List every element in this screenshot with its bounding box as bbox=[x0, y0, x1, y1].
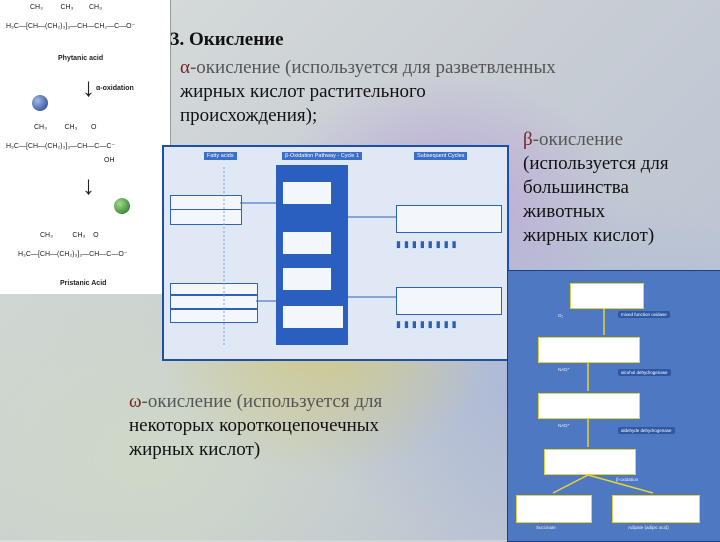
section-heading: 3. Окисление bbox=[170, 29, 284, 50]
intermediate-structure-oh: OH bbox=[104, 157, 115, 164]
omega-line1: -окисление (используется для bbox=[141, 391, 383, 412]
phytanic-acid-label: Phytanic acid bbox=[58, 55, 104, 62]
alpha-line3: происхождения); bbox=[180, 105, 318, 126]
omega-small-2: NAD⁺ bbox=[558, 367, 570, 372]
aldehyde-dehydrogenase-label: aldehyde dehydrogenase bbox=[618, 427, 675, 434]
omega-structure-1 bbox=[570, 283, 644, 309]
beta-line1: -окисление bbox=[532, 129, 624, 150]
mixed-function-oxidase-label: mixed function oxidase bbox=[618, 311, 670, 318]
alcohol-dehydrogenase-label: alcohol dehydrogenase bbox=[618, 369, 671, 376]
pathway-header: β-Oxidation Pathway - Cycle 1 bbox=[282, 152, 363, 160]
omega-small-3: NAD⁺ bbox=[558, 423, 570, 428]
alpha-text-line1: α-окисление (используется для разветвлен… bbox=[180, 56, 556, 79]
intermediate-structure-top: CH₃ CH₃ O bbox=[34, 124, 97, 131]
phytanic-structure-top: CH₃ CH₃ CH₃ bbox=[30, 4, 102, 11]
adipate-structure bbox=[612, 495, 700, 523]
alpha-oxidation-step-label: α-oxidation bbox=[96, 85, 134, 92]
beta-symbol: β bbox=[523, 129, 533, 150]
beta-oxidation-panel: Fatty acids β-Oxidation Pathway - Cycle … bbox=[162, 145, 509, 361]
beta-line4: животных bbox=[523, 201, 606, 222]
omega-line3: жирных кислот) bbox=[129, 439, 261, 460]
phytanic-structure-chain: H₃C—[CH—(CH₂)₃]₃—CH—CH₂—C—O⁻ bbox=[6, 23, 136, 30]
alpha-oxidation-figure: CH₃ CH₃ CH₃ H₃C—[CH—(CH₂)₃]₃—CH—CH₂—C—O⁻… bbox=[0, 0, 171, 294]
alpha-line2: жирных кислот растительного bbox=[180, 81, 426, 102]
beta-line2: (используется для bbox=[523, 153, 669, 174]
fatty-acid-box-4 bbox=[170, 295, 258, 309]
omega-structure-3 bbox=[538, 393, 640, 419]
omega-text-line1: ω-окисление (используется для bbox=[129, 390, 382, 413]
subsequent-cycles-header: Subsequent Cycles bbox=[414, 152, 468, 160]
subsequent-box-1 bbox=[396, 205, 502, 233]
adipate-label: Adipate (adipic acid) bbox=[628, 525, 669, 530]
down-arrow-1: ↓ bbox=[82, 72, 95, 102]
omega-line2: некоторых короткоцепочечных bbox=[129, 415, 380, 436]
beta-line3: большинства bbox=[523, 177, 629, 198]
omega-oxidation-figure: O₂ mixed function oxidase NAD⁺ alcohol d… bbox=[507, 270, 720, 542]
fatty-acid-box-5 bbox=[170, 309, 258, 323]
omega-symbol: ω bbox=[129, 391, 142, 412]
succinate-structure bbox=[516, 495, 592, 523]
alpha-line1: -окисление (используется для разветвленн… bbox=[189, 57, 556, 78]
beta-text-line1: β-окисление bbox=[523, 128, 623, 151]
cycle-step-2 bbox=[282, 231, 332, 255]
panel-connectors bbox=[223, 167, 396, 347]
rotated-label-row-2: ▮▮▮▮▮▮▮▮ bbox=[396, 319, 460, 329]
succinate-label: Succinate bbox=[536, 525, 556, 530]
cycle-step-1 bbox=[282, 181, 332, 205]
omega-small-4: β-oxidation bbox=[616, 477, 639, 482]
cofactor-ball-green bbox=[114, 198, 130, 214]
pristanic-structure-chain: H₃C—[CH—(CH₂)₃]₃—CH—C—O⁻ bbox=[18, 251, 128, 258]
pristanic-structure-top: CH₃ CH₃ O bbox=[40, 232, 99, 239]
cofactor-ball-blue bbox=[32, 95, 48, 111]
alpha-symbol: α bbox=[180, 57, 190, 78]
omega-structure-4 bbox=[544, 449, 636, 475]
pristanic-acid-label: Pristanic Acid bbox=[60, 280, 107, 287]
fatty-acid-box-3 bbox=[170, 283, 258, 295]
fatty-acids-header: Fatty acids bbox=[204, 152, 237, 160]
omega-arrows bbox=[552, 309, 654, 494]
omega-structure-2 bbox=[538, 337, 640, 363]
intermediate-structure-chain: H₃C—[CH—(CH₂)₃]₃—CH—C—C⁻ bbox=[6, 143, 116, 150]
beta-line5: жирных кислот) bbox=[523, 225, 655, 246]
cycle-step-3 bbox=[282, 267, 332, 291]
down-arrow-2: ↓ bbox=[82, 170, 95, 200]
omega-small-1: O₂ bbox=[558, 313, 564, 318]
rotated-label-row-1: ▮▮▮▮▮▮▮▮ bbox=[396, 239, 460, 249]
cycle-step-4 bbox=[282, 305, 344, 329]
subsequent-box-2 bbox=[396, 287, 502, 315]
